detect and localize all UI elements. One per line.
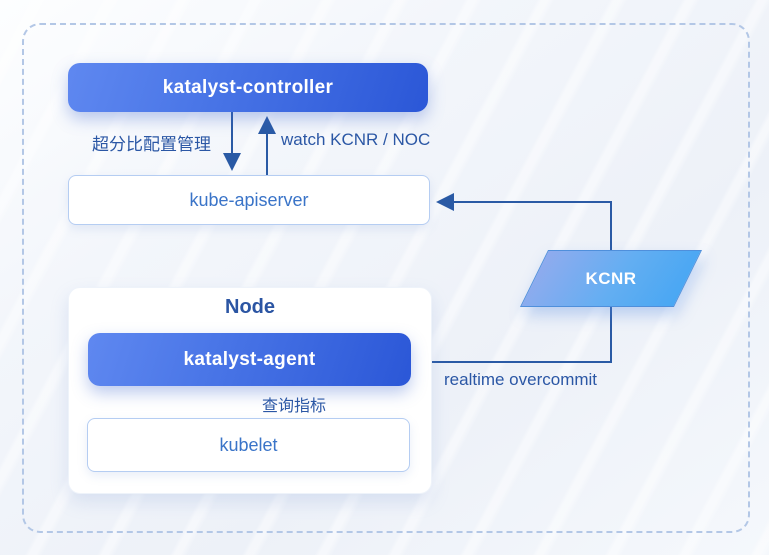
kcnr-label: KCNR	[585, 269, 637, 288]
kubelet-node: kubelet	[87, 418, 410, 472]
edge-label-overcommit: realtime overcommit	[444, 370, 598, 389]
kcnr-shape: KCNR	[519, 250, 703, 307]
edge-label-query: 查询指标	[262, 398, 327, 415]
apiserver-label: kube-apiserver	[189, 189, 309, 210]
edge-label-watch: watch KCNR / NOC	[281, 130, 431, 149]
edge-label-config: 超分比配置管理	[92, 135, 211, 154]
controller-node: katalyst-controller	[68, 63, 428, 112]
node-group-title: Node	[225, 296, 275, 318]
agent-label: katalyst-agent	[183, 348, 316, 370]
controller-label: katalyst-controller	[162, 76, 334, 98]
diagram-boundary	[22, 23, 750, 533]
agent-node: katalyst-agent	[88, 333, 411, 386]
apiserver-node: kube-apiserver	[68, 175, 430, 225]
kubelet-label: kubelet	[219, 434, 278, 455]
